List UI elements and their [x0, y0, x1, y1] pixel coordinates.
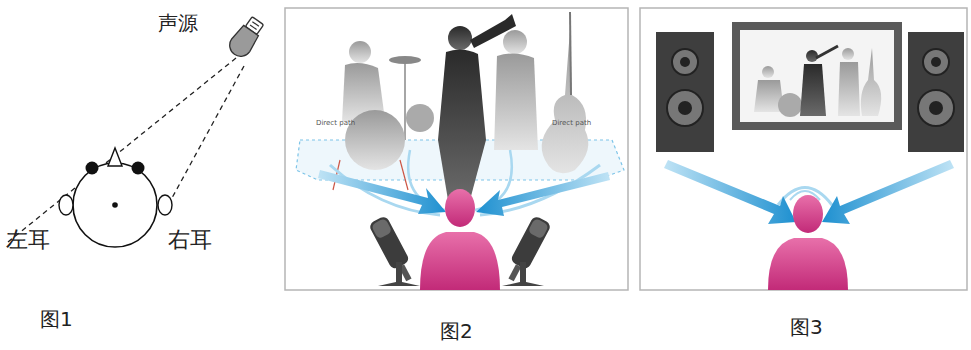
live-recording-scene-part	[542, 30, 589, 173]
stereo-playback-scene-part	[842, 48, 854, 60]
stereo-playback-scene-part	[822, 160, 954, 224]
stereo-playback-scene-part	[664, 160, 796, 224]
stereo-playback-scene-part	[740, 30, 894, 122]
ear-label: 左耳	[6, 228, 50, 252]
path-label: Direct path	[316, 120, 355, 128]
stereo-playback-scene-part	[838, 62, 860, 116]
live-recording-scene-part	[420, 232, 500, 290]
stereo-playback-scene-part	[680, 57, 690, 67]
stereo-playback-scene-part	[793, 195, 823, 233]
sound-source-icon-part	[225, 24, 260, 60]
live-recording-scene-part-part	[508, 264, 521, 281]
path-label: Direct path	[552, 120, 591, 128]
stereo-playback-scene-part	[923, 49, 949, 75]
sound-source-icon	[225, 14, 267, 60]
head-diagram-part	[172, 66, 244, 198]
stereo-playback-scene-part	[768, 238, 848, 290]
stereo-playback-scene-part	[732, 22, 902, 130]
head-diagram-part	[132, 162, 145, 175]
figure-caption: 图2	[440, 320, 473, 342]
live-recording-scene-part	[404, 60, 406, 140]
live-recording-scene-part-part	[371, 218, 393, 240]
live-recording-scene-part	[285, 8, 628, 290]
live-recording-scene-part	[570, 12, 571, 95]
stereo-playback-scene-part	[908, 32, 964, 152]
stereo-playback-scene-part	[762, 66, 774, 78]
head-diagram-part	[73, 163, 157, 247]
stereo-playback-scene-part	[672, 49, 698, 75]
live-recording-scene-part	[503, 30, 527, 54]
figure-caption: 图3	[790, 316, 823, 338]
stereo-playback-scene-part	[640, 8, 967, 290]
stereo-playback-scene-part	[806, 50, 818, 62]
live-recording-scene-part-part	[510, 215, 552, 270]
live-recording-scene-part	[448, 26, 472, 50]
live-recording-scene-part	[406, 104, 434, 132]
live-recording-scene-part	[438, 49, 486, 200]
live-recording-scene-part	[349, 41, 371, 63]
stereo-playback-scene-part	[931, 57, 941, 67]
stereo-playback-scene-part	[918, 90, 954, 126]
stereo-playback-scene-part	[800, 64, 826, 116]
live-recording-scene-part	[502, 262, 544, 286]
head-diagram-part	[86, 162, 99, 175]
stereo-playback-scene-part	[861, 48, 881, 116]
live-recording-scene-part	[378, 262, 420, 286]
live-recording-scene-part	[470, 14, 516, 48]
head-diagram-part	[158, 195, 172, 215]
live-recording-scene-part	[502, 215, 552, 284]
live-recording-scene-part-part	[528, 218, 550, 240]
stereo-playback-scene	[640, 8, 967, 290]
live-recording-scene-part-part	[368, 215, 410, 270]
live-recording-scene-part	[400, 160, 408, 190]
head-diagram-part	[59, 195, 73, 215]
sound-source-icon-part	[250, 25, 257, 30]
head-diagram	[8, 58, 244, 247]
head-diagram-part	[112, 202, 118, 208]
figure-caption: 图1	[40, 308, 73, 330]
sound-source-icon-part	[252, 22, 259, 27]
live-recording-scene-part	[445, 189, 475, 227]
stereo-playback-scene-part	[667, 90, 703, 126]
stereo-playback-scene-part	[816, 46, 838, 58]
source-label: 声源	[158, 12, 198, 34]
stereo-playback-scene-part	[778, 93, 802, 117]
ear-label: 右耳	[168, 228, 212, 252]
head-diagram-part	[108, 148, 122, 166]
live-recording-scene-part	[368, 215, 418, 284]
live-recording-scene-part	[476, 172, 610, 216]
live-recording-scene-part	[494, 53, 538, 150]
stereo-playback-scene-part	[656, 32, 714, 152]
stereo-playback-scene-part	[929, 101, 943, 115]
live-recording-scene	[285, 8, 628, 290]
live-recording-scene-part	[345, 110, 405, 170]
stereo-playback-scene-part	[678, 101, 692, 115]
live-recording-scene-part	[318, 170, 446, 214]
